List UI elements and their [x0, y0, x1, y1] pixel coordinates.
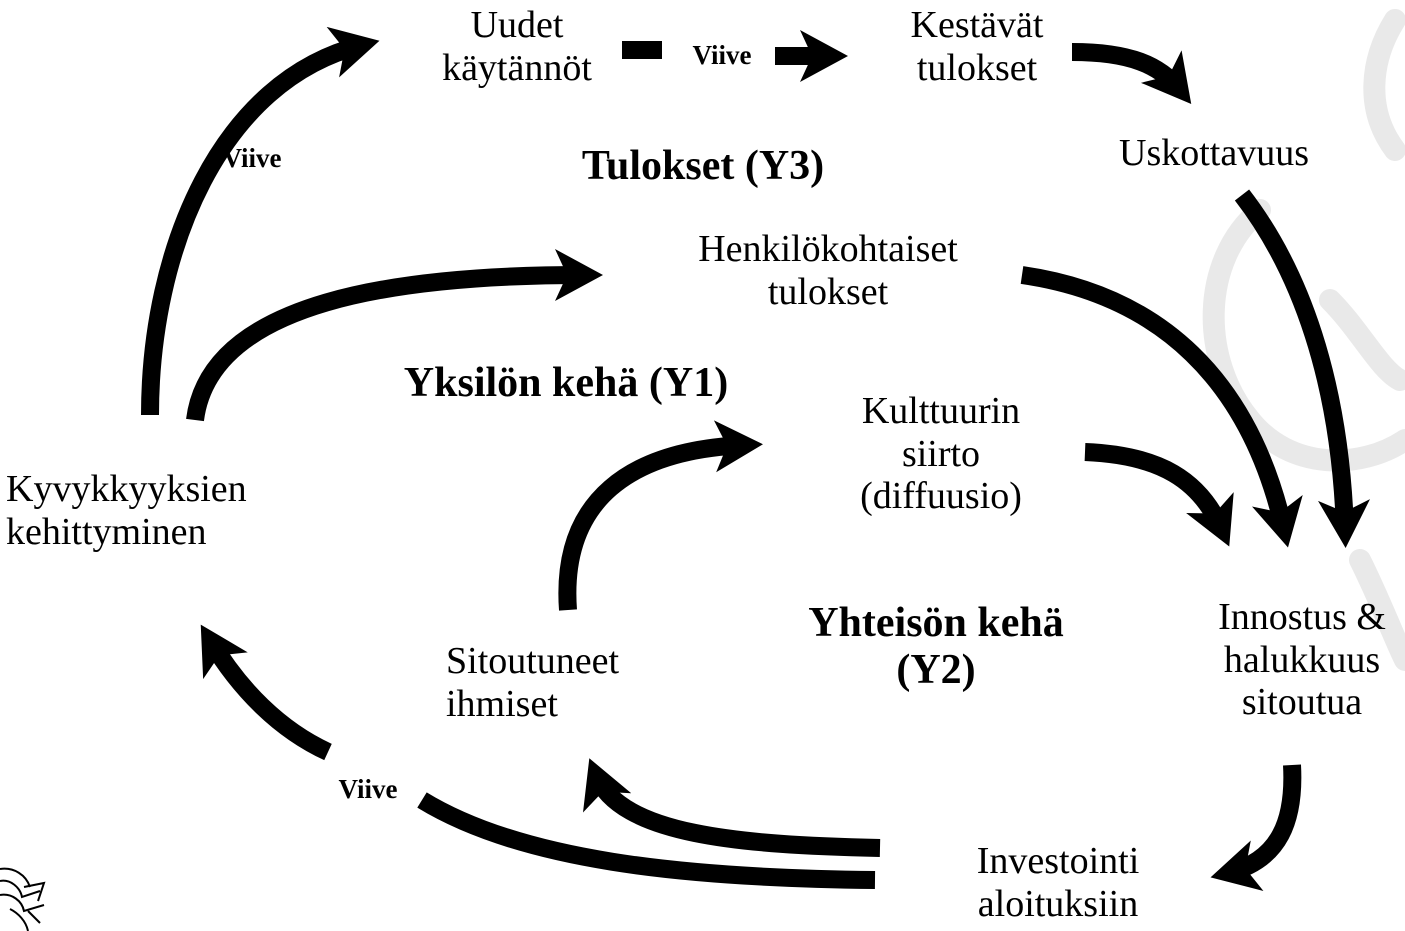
node-personal-results-line-2: tulokset [767, 270, 889, 313]
node-lasting-results-line-2: tulokset [916, 46, 1038, 89]
arrow-personal-results-to-enthusiasm [1020, 266, 1303, 548]
node-committed-people: Sitoutuneet ihmiset [446, 640, 656, 725]
node-committed-people-line-2: ihmiset [446, 682, 558, 725]
node-capability-development: Kyvykkyyksien kehittyminen [6, 468, 282, 553]
node-enthusiasm-line-1: Innostus & [1218, 596, 1386, 638]
arrow-credibility-to-enthusiasm [1234, 189, 1370, 548]
cycle-community-line-1: Yhteisön kehä [808, 600, 1064, 646]
node-culture-transfer-line-1: Kulttuurin [861, 390, 1021, 432]
arrow-lasting-results-to-credibility [1071, 43, 1192, 105]
node-enthusiasm: Innostus & halukkuus sitoutua [1202, 596, 1402, 724]
node-investment-line-2: aloituksiin [977, 882, 1139, 925]
cycle-individual-line-1: Yksilön kehä (Y1) [403, 360, 729, 406]
arrow-capability-to-new-practices [141, 26, 380, 416]
arrow-delay-to-capability [200, 624, 332, 761]
node-credibility: Uskottavuus [1100, 132, 1328, 175]
delay-label-bottom: Viive [338, 774, 398, 804]
node-investment: Investointi aloituksiin [958, 840, 1158, 925]
node-capability-development-line-1: Kyvykkyyksien [6, 468, 247, 510]
cycle-individual-title: Yksilön kehä (Y1) [362, 360, 770, 407]
node-culture-transfer: Kulttuurin siirto (diffuusio) [836, 390, 1046, 518]
node-credibility-line-1: Uskottavuus [1119, 132, 1309, 174]
arrow-investment-to-committed-people [583, 758, 881, 857]
cycle-results-title: Tulokset (Y3) [540, 143, 866, 190]
node-new-practices: Uudet käytännöt [428, 4, 606, 89]
node-enthusiasm-line-2: halukkuus [1223, 638, 1381, 681]
node-personal-results-line-1: Henkilökohtaiset [698, 228, 958, 270]
cycle-community-title: Yhteisön kehä (Y2) [766, 600, 1106, 694]
corner-logo-icon [0, 867, 46, 931]
node-new-practices-line-1: Uudet [470, 4, 564, 46]
arrow-investment-to-capability [417, 792, 876, 889]
arrow-committed-people-to-culture [558, 420, 763, 611]
node-lasting-results-line-1: Kestävät [910, 4, 1044, 46]
cycle-community-line-2: (Y2) [896, 647, 976, 694]
node-committed-people-line-1: Sitoutuneet [446, 640, 620, 682]
node-culture-transfer-line-2: siirto [901, 432, 981, 475]
node-culture-transfer-line-3: (diffuusio) [860, 475, 1022, 518]
arrow-enthusiasm-to-investment [1210, 764, 1302, 891]
node-enthusiasm-line-3: sitoutua [1241, 681, 1363, 724]
delay-label-top: Viive [692, 40, 752, 70]
node-investment-line-1: Investointi [976, 840, 1140, 882]
delay-label-left: Viive [222, 143, 282, 173]
node-new-practices-line-2: käytännöt [442, 46, 592, 89]
node-personal-results: Henkilökohtaiset tulokset [668, 228, 988, 313]
arrow-culture-to-enthusiasm [1084, 443, 1234, 547]
arrow-capability-to-personal-results [186, 249, 603, 422]
node-capability-development-line-2: kehittyminen [6, 510, 207, 553]
cycle-results-line-1: Tulokset (Y3) [581, 143, 825, 189]
node-lasting-results: Kestävät tulokset [886, 4, 1068, 89]
